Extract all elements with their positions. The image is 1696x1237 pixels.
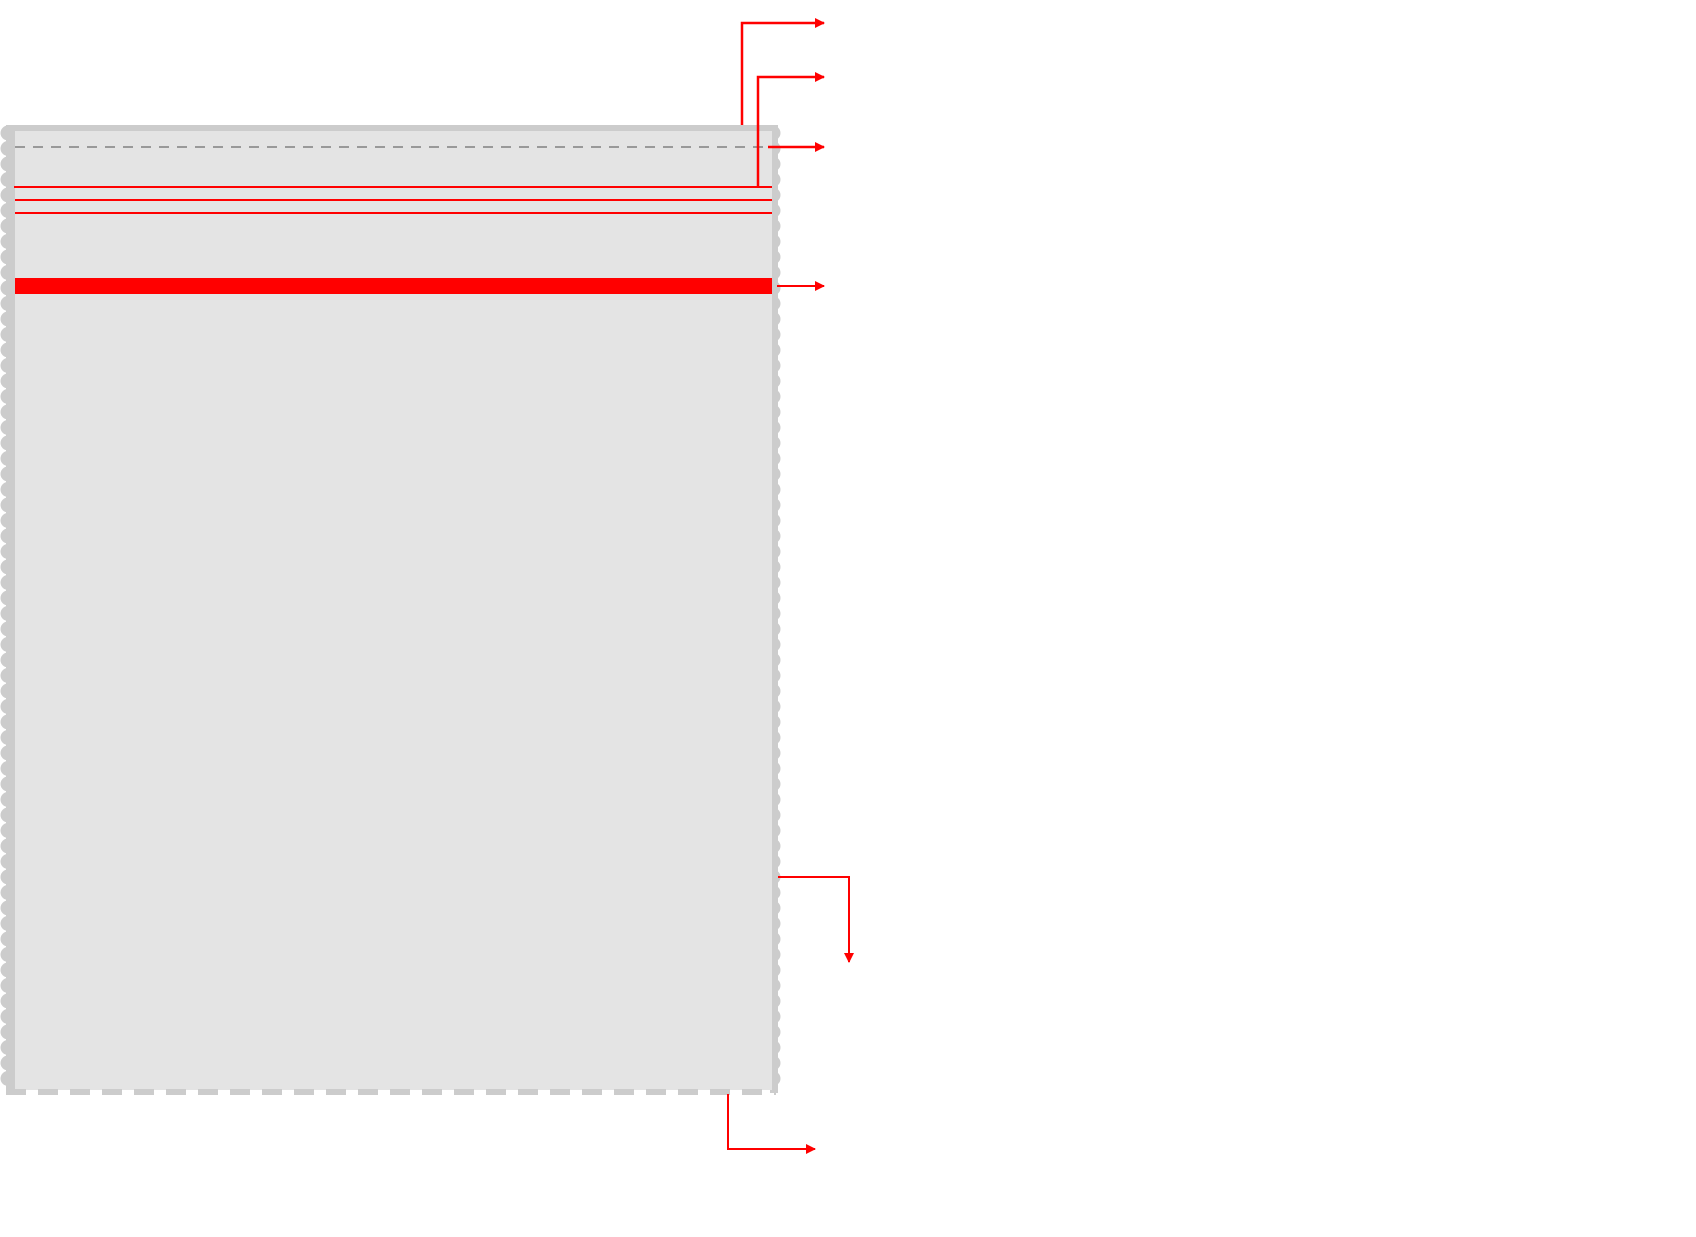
red-thick-bar	[15, 278, 772, 294]
torn-paper-panel	[0, 125, 781, 1095]
arrow-right-edge-down	[778, 876, 854, 963]
panel-body	[15, 131, 772, 1090]
arrow-top-edge	[740, 18, 825, 125]
arrow-bottom-edge	[727, 1094, 816, 1154]
arrow-rule-1	[756, 72, 825, 187]
panel-border-left	[6, 125, 16, 1093]
panel-border-right	[770, 125, 778, 1093]
